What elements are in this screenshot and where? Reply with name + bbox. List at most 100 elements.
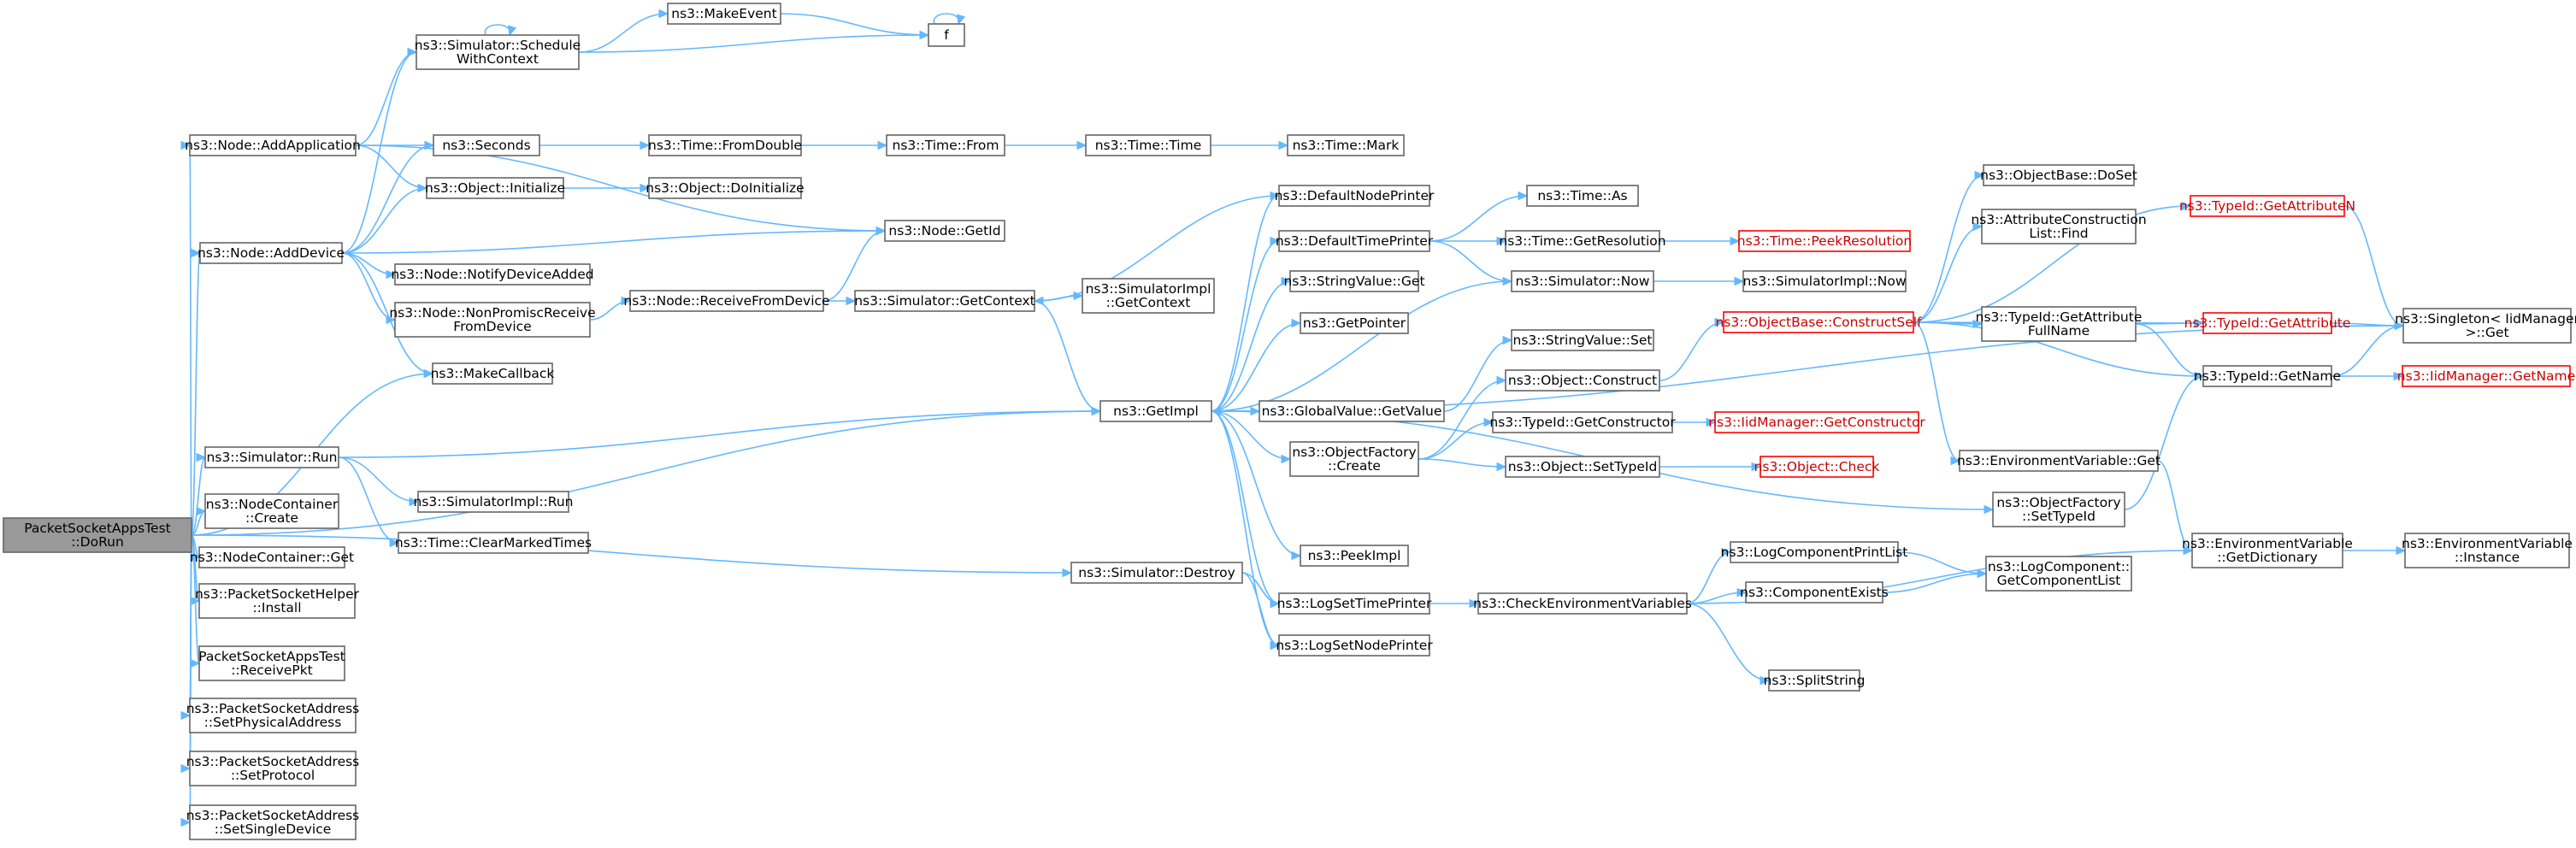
node-singletonget[interactable]: ns3::Singleton< IidManager >::Get	[2395, 308, 2576, 344]
edge-adddev-to-schedctx	[341, 51, 417, 254]
node-timeas[interactable]: ns3::Time::As	[1526, 185, 1639, 207]
node-label: ns3::NodeContainer::Get	[190, 550, 354, 565]
node-notifydev[interactable]: ns3::Node::NotifyDeviceAdded	[391, 263, 594, 286]
node-objsettypeid[interactable]: ns3::Object::SetTypeId	[1505, 456, 1660, 478]
node-destroy[interactable]: ns3::Simulator::Destroy	[1070, 562, 1243, 584]
node-simimplnow[interactable]: ns3::SimulatorImpl::Now	[1742, 270, 1907, 292]
arrowhead-fromdouble-to-timefrom	[877, 140, 888, 150]
node-label: ns3::IidManager::GetConstructor	[1708, 415, 1925, 430]
arrowhead-adddev-to-notifydev	[386, 269, 397, 280]
node-pshinstall[interactable]: ns3::PacketSocketHelper::Install	[195, 583, 360, 619]
edge-typeidgetname-to-singletonget	[2331, 325, 2404, 377]
arrowhead-deftimeprinter-to-timegetres	[1496, 236, 1507, 246]
node-objcheck[interactable]: ns3::Object::Check	[1754, 456, 1880, 478]
node-objbaseconstructself[interactable]: ns3::ObjectBase::ConstructSelf	[1715, 311, 1922, 333]
node-box	[854, 290, 1035, 312]
node-strvalset[interactable]: ns3::StringValue::Set	[1511, 329, 1654, 351]
node-timefrom[interactable]: ns3::Time::From	[886, 134, 1005, 156]
node-typeidgetname[interactable]: ns3::TypeId::GetName	[2194, 365, 2341, 387]
arrowhead-root-to-setproto	[180, 763, 192, 774]
node-splitstring[interactable]: ns3::SplitString	[1764, 669, 1866, 692]
node-nodegetid[interactable]: ns3::Node::GetId	[884, 220, 1005, 242]
node-setsingle[interactable]: ns3::PacketSocketAddress::SetSingleDevic…	[186, 804, 360, 840]
node-typeidgetctor[interactable]: ns3::TypeId::GetConstructor	[1489, 411, 1676, 433]
node-label: ns3::Time::From	[893, 138, 999, 153]
node-makeevent[interactable]: ns3::MakeEvent	[667, 3, 781, 25]
node-box	[1492, 411, 1673, 433]
node-recvfromdev[interactable]: ns3::Node::ReceiveFromDevice	[623, 290, 830, 312]
node-logsettime[interactable]: ns3::LogSetTimePrinter	[1277, 592, 1432, 615]
node-timepeekres[interactable]: ns3::Time::PeekResolution	[1737, 230, 1912, 252]
edge-root-to-run	[191, 456, 206, 536]
arrowhead-getimpl-to-strvalget	[1281, 276, 1292, 286]
node-label: ns3::AttributeConstruction	[1971, 212, 2146, 227]
node-objinit[interactable]: ns3::Object::Initialize	[425, 177, 565, 199]
edge-getimpl-to-objfactcreate	[1211, 410, 1291, 460]
node-recvpkt[interactable]: PacketSocketAppsTest::ReceivePkt	[198, 645, 345, 681]
node-simimplgetctx[interactable]: ns3::SimulatorImpl::GetContext	[1082, 278, 1215, 314]
node-typeidgetattr[interactable]: ns3::TypeId::GetAttribute	[2184, 312, 2351, 334]
node-getpointer[interactable]: ns3::GetPointer	[1300, 312, 1409, 334]
arrowhead-objinit-to-doinit	[640, 183, 651, 193]
arrowhead-timetime-to-timemark	[1278, 140, 1289, 150]
node-logcompprint[interactable]: ns3::LogComponentPrintList	[1721, 541, 1908, 563]
node-objfactsettypeid[interactable]: ns3::ObjectFactory::SetTypeId	[1992, 492, 2125, 527]
node-deftimeprinter[interactable]: ns3::DefaultTimePrinter	[1276, 230, 1434, 252]
node-peekimpl[interactable]: ns3::PeekImpl	[1300, 545, 1409, 567]
node-timetime[interactable]: ns3::Time::Time	[1085, 134, 1211, 156]
edge-getimpl-to-logsetnode	[1211, 410, 1280, 646]
node-label: ns3::GetPointer	[1303, 315, 1406, 331]
node-defnodeprinter[interactable]: ns3::DefaultNodePrinter	[1275, 185, 1435, 207]
node-simnow[interactable]: ns3::Simulator::Now	[1511, 270, 1654, 292]
node-simimplrun[interactable]: ns3::SimulatorImpl::Run	[414, 491, 574, 513]
node-logsetnode[interactable]: ns3::LogSetNodePrinter	[1276, 634, 1433, 657]
edge-getcontext-to-getimpl	[1034, 300, 1101, 412]
node-timemark[interactable]: ns3::Time::Mark	[1287, 134, 1405, 156]
arrowhead-getimpl-to-peekimpl	[1291, 551, 1302, 561]
edge-typeidgetattrfull-to-typeidgetname	[2135, 323, 2204, 377]
node-seconds[interactable]: ns3::Seconds	[433, 134, 540, 156]
node-fromdouble[interactable]: ns3::Time::FromDouble	[648, 134, 802, 156]
node-getimpl[interactable]: ns3::GetImpl	[1099, 400, 1212, 422]
node-adddev[interactable]: ns3::Node::AddDevice	[197, 242, 345, 264]
node-box	[648, 177, 802, 199]
node-envvargetdict[interactable]: ns3::EnvironmentVariable::GetDictionary	[2182, 533, 2353, 568]
node-globalgetvalue[interactable]: ns3::GlobalValue::GetValue	[1259, 400, 1445, 422]
arrowhead-deftimeprinter-to-timeas	[1518, 191, 1529, 201]
node-objbasedoset[interactable]: ns3::ObjectBase::DoSet	[1980, 164, 2137, 186]
node-addapp[interactable]: ns3::Node::AddApplication	[185, 134, 361, 156]
node-ncget[interactable]: ns3::NodeContainer::Get	[190, 546, 354, 568]
node-doinit[interactable]: ns3::Object::DoInitialize	[645, 177, 805, 199]
node-clearmarked[interactable]: ns3::Time::ClearMarkedTimes	[395, 532, 592, 554]
node-timegetres[interactable]: ns3::Time::GetResolution	[1499, 230, 1666, 252]
node-setproto[interactable]: ns3::PacketSocketAddress::SetProtocol	[186, 751, 360, 786]
node-iidgetname[interactable]: ns3::IidManager::GetName	[2397, 365, 2575, 387]
node-envvarget[interactable]: ns3::EnvironmentVariable::Get	[1957, 450, 2160, 472]
node-iidgetctor[interactable]: ns3::IidManager::GetConstructor	[1708, 411, 1925, 433]
node-nccreate[interactable]: ns3::NodeContainer::Create	[204, 493, 339, 529]
node-getcontext[interactable]: ns3::Simulator::GetContext	[854, 290, 1035, 312]
node-f[interactable]: f	[928, 23, 965, 47]
node-getcomplist[interactable]: ns3::LogComponent::GetComponentList	[1985, 556, 2132, 592]
node-envvarinstance[interactable]: ns3::EnvironmentVariable::Instance	[2402, 533, 2573, 568]
node-label: ns3::Node::ReceiveFromDevice	[623, 293, 829, 309]
node-makecb[interactable]: ns3::MakeCallback	[431, 362, 555, 385]
node-box	[1745, 581, 1883, 604]
node-checkenv[interactable]: ns3::CheckEnvironmentVariables	[1473, 592, 1692, 615]
node-setphys[interactable]: ns3::PacketSocketAddress::SetPhysicalAdd…	[186, 698, 360, 733]
node-typeidgetattrn[interactable]: ns3::TypeId::GetAttributeN	[2179, 195, 2355, 217]
node-root[interactable]: PacketSocketAppsTest::DoRun	[3, 517, 192, 553]
node-objfactcreate[interactable]: ns3::ObjectFactory::Create	[1289, 441, 1419, 477]
node-label: GetComponentList	[1997, 573, 2121, 588]
node-objconstruct[interactable]: ns3::Object::Construct	[1505, 369, 1660, 392]
node-strvalget[interactable]: ns3::StringValue::Get	[1283, 270, 1425, 292]
node-compexists[interactable]: ns3::ComponentExists	[1740, 581, 1889, 604]
node-box	[204, 446, 339, 468]
node-run[interactable]: ns3::Simulator::Run	[204, 446, 339, 468]
edge-run-to-getimpl	[338, 410, 1101, 458]
